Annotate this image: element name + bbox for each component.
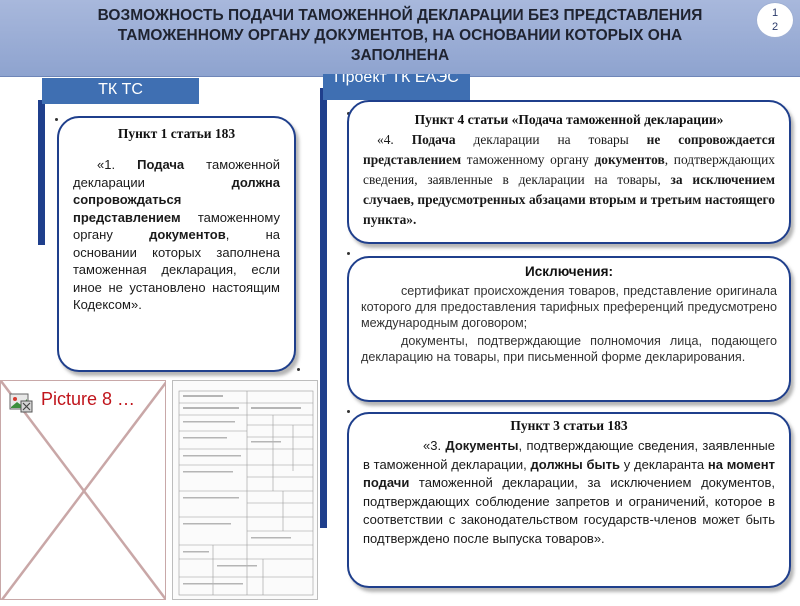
tk-ts-card: Пункт 1 статьи 183 «1. Подача таможенной… [57,116,296,372]
exceptions-card: Исключения: сертификат происхождения тов… [347,256,791,402]
card-text: «3. Документы, подтверждающие сведения, … [363,437,775,549]
emphasis-text: Документы [445,438,519,453]
bullet-dot [347,410,350,413]
text-run: таможенной декларации, за исключением до… [363,475,775,546]
title-bar: ВОЗМОЖНОСТЬ ПОДАЧИ ТАМОЖЕННОЙ ДЕКЛАРАЦИИ… [0,0,800,77]
exception-item-1: сертификат происхождения товаров, предст… [361,284,777,330]
text-run: таможенному органу [461,152,595,167]
bullet-dot [347,252,350,255]
broken-picture-icon [9,393,33,413]
article-4-card: Пункт 4 статьи «Подача таможенной деклар… [347,100,791,244]
left-section-header: ТК ТС [42,78,199,104]
emphasis-text: на момент подачи [363,456,775,491]
bullet-dot [55,118,58,121]
slide-title: ВОЗМОЖНОСТЬ ПОДАЧИ ТАМОЖЕННОЙ ДЕКЛАРАЦИИ… [97,7,703,64]
text-run: таможенному органу [73,209,280,243]
text-run: таможенной декларации [73,157,281,190]
emphasis-text: Подача [137,157,185,172]
emphasis-text: за исключением случаев, предусмотренных … [363,172,775,227]
text-run: у декларанта [620,456,708,472]
emphasis-text: документов [594,152,665,167]
emphasis-text: должны быть [530,456,621,472]
text-run: , подтверждающих сведения, заявленные в … [363,152,775,187]
declaration-form-thumbnail [172,380,318,600]
text-run: , на основании которых заполнена таможен… [73,227,280,312]
emphasis-text: не сопровождается представлением [363,132,775,167]
card-title: Пункт 1 статьи 183 [117,126,236,141]
text-run: декларации на товары [455,132,647,147]
left-rail [38,100,45,245]
right-section-header: Проект ТК ЕАЭС [323,74,470,100]
card-text: «1. Подача таможенной декларации должна … [73,156,280,314]
card-title: Пункт 3 статьи 183 [510,418,628,433]
emphasis-text: документов [149,227,226,242]
card-title: Пункт 4 статьи «Подача таможенной деклар… [414,112,724,127]
text-run: «3. [423,438,446,453]
declaration-form-drawing [178,390,314,596]
right-rail [320,88,327,528]
card-title: Исключения: [525,264,613,279]
text-run: «1. [97,157,138,172]
slide-number: 1 2 [756,2,794,38]
text-run: , подтверждающие сведения, заявленные в … [363,438,775,472]
placeholder-cross [1,381,165,599]
text-run: «4. [377,132,412,147]
article-3-card: Пункт 3 статьи 183 «3. Документы, подтве… [347,412,791,588]
bullet-dot [297,368,300,371]
emphasis-text: Подача [411,132,456,147]
picture-placeholder: Picture 8 … [0,380,166,600]
exception-item-2: документы, подтверждающие полномочия лиц… [361,334,777,364]
emphasis-text: должна сопровождаться представлением [73,174,280,225]
placeholder-label: Picture 8 … [41,389,136,409]
card-text: «4. Подача декларации на товары не сопро… [363,130,775,230]
